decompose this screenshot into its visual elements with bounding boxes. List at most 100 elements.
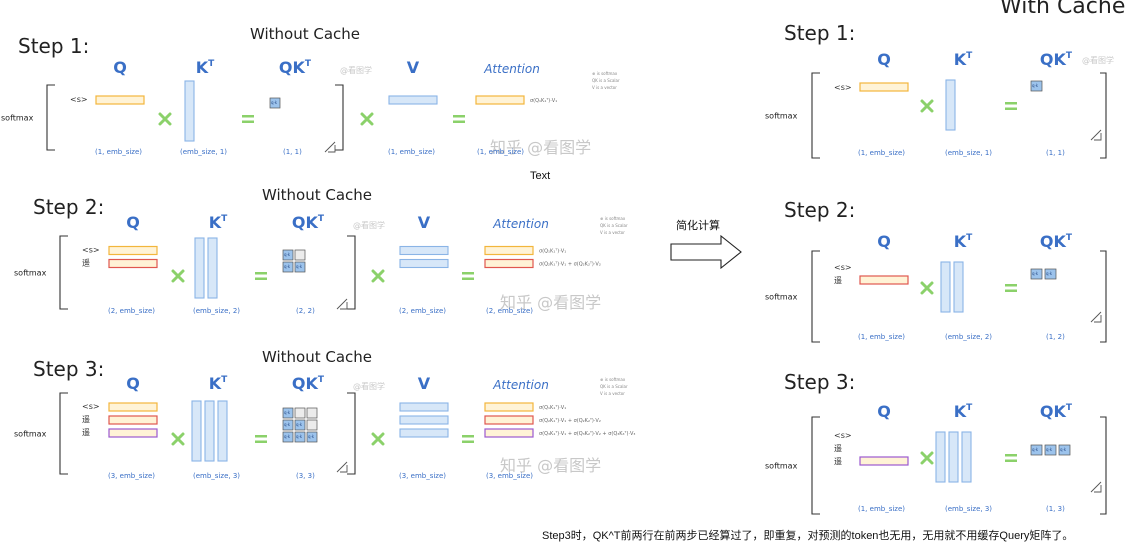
softmax-label: softmax: [765, 293, 798, 302]
equals-icon: [1005, 102, 1017, 105]
equals-icon: [1005, 454, 1017, 457]
q-row: [108, 245, 158, 256]
qk-cell: [1030, 80, 1043, 92]
kt-column: [191, 400, 202, 462]
equals-icon: [255, 435, 267, 438]
qk-cell-text: q·k: [1032, 271, 1039, 276]
token-label: 遥: [82, 414, 90, 424]
step-title: Step 2:: [784, 198, 855, 222]
multiply-icon: [360, 112, 374, 126]
qk-cell-text: q·k: [284, 410, 291, 415]
bracket-left: [46, 84, 55, 151]
dim-label-attention: (2, emb_size): [486, 307, 533, 315]
watermark: 知乎 @看图学: [500, 293, 601, 312]
footer-note: Step3时，QK^T前两行在前两步已经算过了，即重复，对预测的token也无用…: [542, 528, 1073, 542]
kt-column: [940, 261, 951, 313]
q-label: Q: [126, 213, 140, 232]
attention-label: Attention: [492, 378, 549, 392]
q-label: Q: [126, 374, 140, 393]
qk-cell: [282, 419, 294, 431]
kt-column: [217, 400, 228, 462]
qk-cell-text: q·k: [284, 264, 291, 269]
kt-label: KT: [209, 213, 228, 232]
v-row: [388, 95, 438, 105]
step-title: Step 1:: [784, 21, 855, 45]
equals-icon: [255, 272, 267, 275]
dim-label-v: (2, emb_size): [399, 307, 446, 315]
q-label: Q: [877, 50, 891, 69]
bracket-left: [59, 392, 68, 475]
dim-label-qk: (1, 3): [1046, 505, 1065, 513]
without-cache-title: Without Cache: [250, 25, 360, 43]
kt-label: KT: [954, 50, 973, 69]
dim-label-attention: (3, emb_size): [486, 472, 533, 480]
scale-corner-icon: [336, 298, 348, 310]
step-title: Step 2:: [33, 195, 104, 219]
qk-cell: [282, 407, 294, 419]
multiply-icon: [371, 432, 385, 446]
qk-cell-text: q·k: [284, 434, 291, 439]
bracket-left: [811, 72, 820, 159]
bracket-left: [59, 235, 68, 310]
kt-column: [207, 237, 218, 299]
attention-equation: σ(Q₂K₁ᵀ)·V₁ + σ(Q₂K₂ᵀ)·V₂: [539, 418, 601, 424]
token-label: 遥: [82, 427, 90, 437]
v-row: [399, 415, 449, 425]
token-label: 遥: [834, 275, 842, 285]
equals-icon: [255, 440, 267, 443]
multiply-icon: [171, 432, 185, 446]
dim-label-kt: (emb_size, 2): [945, 333, 992, 341]
qk-label: QKT: [292, 374, 325, 393]
kt-column: [935, 431, 946, 483]
qk-cell: [294, 249, 306, 261]
q-row: [859, 275, 909, 285]
attention-equation: σ(Q₂K₁ᵀ)·V₁ + σ(Q₂K₂ᵀ)·V₂: [539, 262, 601, 268]
qk-cell: [282, 431, 294, 443]
qk-cell-text: q·k: [296, 434, 303, 439]
kt-column: [945, 79, 956, 131]
dim-label-q: (1, emb_size): [858, 149, 905, 157]
legend-item: V is a vector: [600, 230, 625, 235]
kt-column: [953, 261, 964, 313]
kt-label: KT: [209, 374, 228, 393]
dim-label-q: (1, emb_size): [95, 148, 142, 156]
bracket-right: [1100, 416, 1107, 515]
v-row: [399, 428, 449, 438]
qk-cell: [1044, 444, 1057, 456]
dim-label-qk: (3, 3): [296, 472, 315, 480]
equals-icon: [1005, 289, 1017, 292]
equals-icon: [462, 277, 474, 280]
qk-cell-text: q·k: [296, 422, 303, 427]
q-row: [108, 402, 158, 412]
qk-label: QKT: [279, 58, 312, 77]
legend-item: QK is a Scalar: [600, 223, 628, 228]
legend-item: QK is a Scalar: [600, 384, 628, 389]
equals-icon: [453, 115, 465, 118]
dim-label-qk: (2, 2): [296, 307, 315, 315]
legend-item: V is a vector: [592, 85, 617, 90]
kt-column: [961, 431, 972, 483]
multiply-icon: [920, 99, 934, 113]
qk-label: QKT: [292, 213, 325, 232]
dim-label-kt: (emb_size, 2): [193, 307, 240, 315]
equals-icon: [1005, 459, 1017, 462]
attention-label: Attention: [483, 62, 540, 76]
attention-label: Attention: [492, 217, 549, 231]
kt-label: KT: [954, 232, 973, 251]
qk-cell: [306, 419, 318, 431]
token-label: 遥: [82, 258, 90, 268]
qk-cell: [282, 249, 294, 261]
qk-label: QKT: [1040, 402, 1073, 421]
qk-cell-text: q·k: [308, 434, 315, 439]
softmax-label: softmax: [1, 114, 34, 123]
dim-label-qk: (1, 1): [283, 148, 302, 156]
equals-icon: [1005, 284, 1017, 287]
scale-corner-icon: [1090, 311, 1102, 323]
q-row: [859, 82, 909, 92]
dim-label-v: (3, emb_size): [399, 472, 446, 480]
token-label: <s>: [834, 83, 852, 92]
equals-icon: [242, 120, 254, 123]
